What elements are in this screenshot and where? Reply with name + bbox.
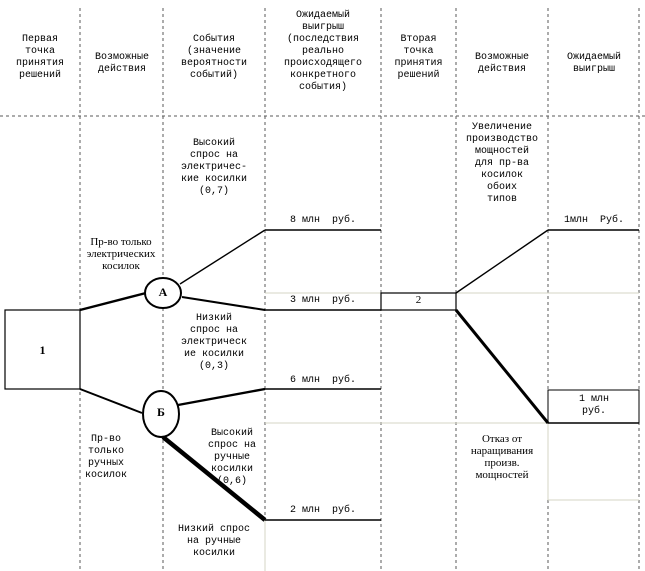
payoff-1-refuse: 1 млн руб. bbox=[578, 394, 609, 417]
branch-to-a bbox=[79, 291, 147, 312]
header-first-decision-point: Первая точка принятия решений bbox=[15, 34, 64, 81]
decision-node-2-label: 2 bbox=[415, 294, 422, 306]
payoff-3: 3 млн руб. bbox=[289, 295, 356, 306]
branch-b-high bbox=[177, 387, 266, 407]
payoff-8: 8 млн руб. bbox=[289, 215, 356, 226]
chance-node-a bbox=[144, 277, 182, 309]
header-events: События (значение вероятности событий) bbox=[180, 34, 247, 81]
header-possible-actions-2: Возможные действия bbox=[474, 52, 529, 75]
event-high-electric: Высокий спрос на электричес- кие косилки… bbox=[180, 138, 247, 197]
chance-node-a-label: А bbox=[158, 285, 168, 299]
action-electric-only: Пр-во только электрических косилок bbox=[86, 236, 156, 272]
branch-a-high bbox=[179, 229, 266, 285]
action-increase-capacity: Увеличение производство мощностей для пр… bbox=[465, 122, 538, 205]
header-possible-actions: Возможные действия bbox=[94, 52, 149, 75]
header-second-decision-point: Вторая точка принятия решений bbox=[394, 34, 443, 81]
action-refuse-increase: Отказ от наращивания произв. мощностей bbox=[470, 433, 534, 481]
branch-to-b bbox=[79, 388, 143, 414]
payoff-1-increase: 1млн Руб. bbox=[563, 215, 624, 226]
payoff-box-refuse bbox=[547, 389, 640, 424]
decision-node-1-label: 1 bbox=[39, 343, 46, 357]
chance-node-b bbox=[142, 390, 180, 438]
chance-node-b-label: Б bbox=[157, 405, 165, 419]
decision-node-1-box bbox=[4, 309, 81, 390]
event-high-manual: Высокий спрос на ручные косилки (0,6) bbox=[207, 428, 256, 487]
payoff-6: 6 млн руб. bbox=[289, 375, 356, 386]
action-manual-only: Пр-во только ручных косилок bbox=[84, 434, 127, 481]
event-low-electric: Низкий спрос на электрическ ие косилки (… bbox=[180, 313, 247, 372]
event-low-manual: Низкий спрос на ручные косилки bbox=[177, 524, 250, 559]
branch-increase bbox=[455, 229, 549, 294]
payoff-2: 2 млн руб. bbox=[289, 505, 356, 516]
decision-node-2-box bbox=[380, 292, 457, 311]
branch-refuse bbox=[454, 309, 550, 424]
branch-b-low bbox=[161, 435, 267, 522]
header-expected-payoff: Ожидаемый выигрыш (последствия реально п… bbox=[283, 10, 362, 93]
header-expected-payoff-2: Ожидаемый выигрыш bbox=[566, 52, 621, 75]
branch-a-low bbox=[181, 296, 266, 311]
